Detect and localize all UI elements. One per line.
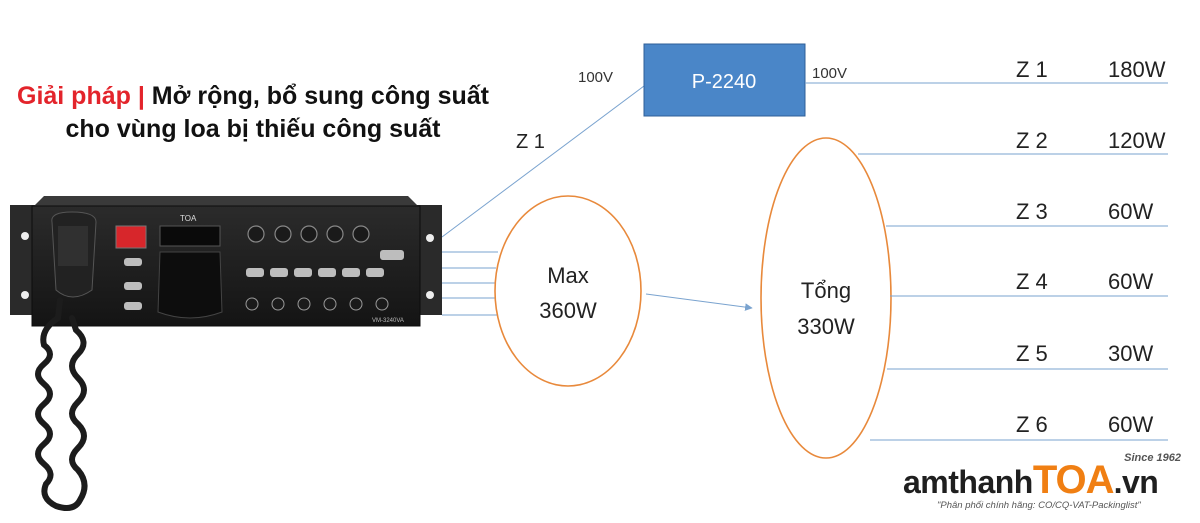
booster-input-voltage: 100V bbox=[578, 69, 613, 86]
zone-power: 180W bbox=[1108, 57, 1166, 82]
logo-since: Since 1962 bbox=[1124, 452, 1181, 464]
side-button bbox=[124, 302, 142, 310]
device-model: VM-3240VA bbox=[372, 318, 404, 324]
rack-hole-icon bbox=[426, 234, 434, 242]
title-prefix: Giải pháp bbox=[17, 82, 131, 110]
zone-power: 30W bbox=[1108, 341, 1153, 366]
title-separator: | bbox=[130, 82, 152, 110]
zone-name: Z 4 bbox=[1016, 269, 1048, 294]
zone-power: 60W bbox=[1108, 412, 1153, 437]
zone-name: Z 1 bbox=[1016, 57, 1048, 82]
microphone-grille bbox=[58, 226, 88, 266]
logo-tagline: "Phân phối chính hãng: CO/CQ-VAT-Packing… bbox=[937, 500, 1141, 511]
zone-row: Z 3 60W bbox=[1016, 199, 1153, 224]
zone-row: Z 4 60W bbox=[1016, 269, 1153, 294]
device-brand: TOA bbox=[180, 214, 197, 223]
page-title: Giải pháp | Mở rộng, bổ sung công suất c… bbox=[14, 80, 492, 146]
booster-box bbox=[643, 43, 806, 117]
zone-lines bbox=[858, 153, 1168, 441]
side-button bbox=[124, 258, 142, 266]
zone-power: 120W bbox=[1108, 128, 1166, 153]
emergency-button bbox=[115, 225, 147, 249]
logo-wordmark: amthanhTOA.vn bbox=[903, 458, 1159, 503]
device-keypad bbox=[157, 251, 223, 319]
zone-name: Z 2 bbox=[1016, 128, 1048, 153]
booster-label: P-2240 bbox=[692, 71, 757, 93]
zone-power: 60W bbox=[1108, 199, 1153, 224]
zone-name: Z 6 bbox=[1016, 412, 1048, 437]
side-button bbox=[124, 282, 142, 290]
booster-feed-line bbox=[441, 85, 645, 238]
rack-hole-icon bbox=[21, 291, 29, 299]
max-bubble-line2: 360W bbox=[539, 298, 597, 323]
zone-list: Z 1 180W Z 2 120W Z 3 60W Z 4 60W Z 5 30… bbox=[1016, 57, 1166, 437]
zone-power: 60W bbox=[1108, 269, 1153, 294]
volume-knobs bbox=[247, 225, 370, 243]
booster-feed-label: Z 1 bbox=[516, 131, 545, 153]
zone-row: Z 5 30W bbox=[1016, 341, 1153, 366]
zone-row: Z 1 180W bbox=[1016, 57, 1166, 82]
logo-part1: amthanh bbox=[903, 464, 1033, 500]
zone-name: Z 5 bbox=[1016, 341, 1048, 366]
device-display bbox=[159, 225, 221, 247]
zone-row: Z 2 120W bbox=[1016, 128, 1166, 153]
max-bubble-line1: Max bbox=[547, 263, 589, 288]
title-text: Mở rộng, bổ sung công suất cho vùng loa … bbox=[65, 82, 489, 143]
max-to-total-arrow bbox=[645, 293, 753, 311]
logo-part3: .vn bbox=[1113, 464, 1159, 500]
device-top-bevel bbox=[32, 196, 420, 208]
zone-row: Z 6 60W bbox=[1016, 412, 1153, 437]
microphone-cord bbox=[35, 297, 88, 511]
total-bubble-line1: Tổng bbox=[801, 278, 851, 303]
amp-output-lines bbox=[442, 251, 498, 316]
brand-logo: amthanhTOA.vn Since 1962 "Phân phối chín… bbox=[903, 452, 1193, 518]
total-bubble-line2: 330W bbox=[797, 314, 855, 339]
total-bubble bbox=[760, 137, 892, 459]
amplifier-device: TOA VM-3240VA bbox=[10, 196, 442, 511]
zone-buttons bbox=[245, 250, 404, 311]
booster-output-voltage: 100V bbox=[812, 65, 847, 82]
rack-hole-icon bbox=[21, 232, 29, 240]
zone-name: Z 3 bbox=[1016, 199, 1048, 224]
max-bubble bbox=[494, 195, 642, 387]
logo-part2: TOA bbox=[1032, 458, 1115, 502]
rack-hole-icon bbox=[426, 291, 434, 299]
